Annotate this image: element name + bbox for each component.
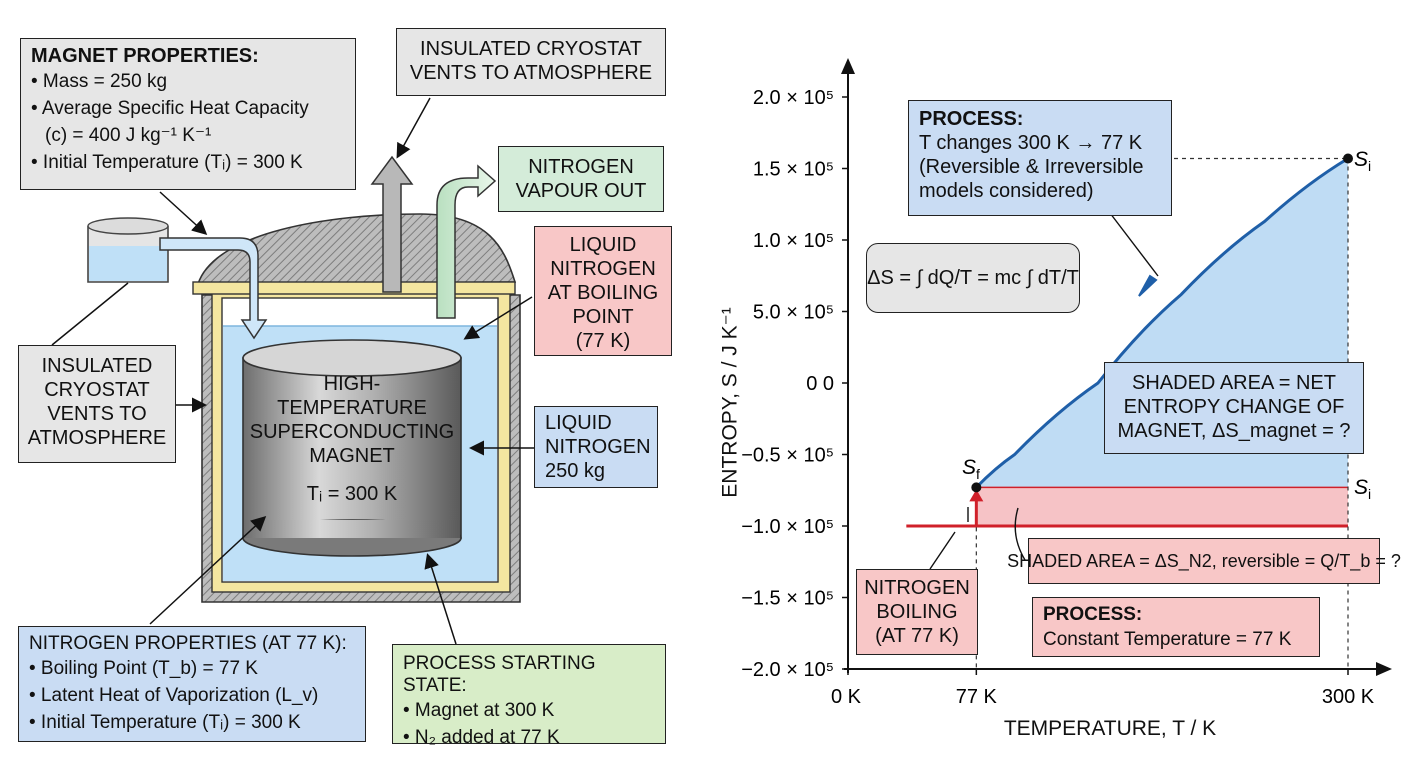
- ln2-mass-box: LIQUID NITROGEN 250 kg: [534, 406, 658, 488]
- ln2-mass-line: NITROGEN: [545, 436, 651, 458]
- nitrogen-prop-item: • Boiling Point (T_b) = 77 K: [29, 658, 258, 679]
- n2-area-leader: [1014, 507, 1026, 561]
- magnet-label: HIGH- TEMPERATURE SUPERCONDUCTING MAGNET…: [246, 372, 458, 506]
- nitrogen-prop-item: • Initial Temperature (Tᵢ) = 300 K: [29, 712, 301, 733]
- nitrogen-properties-box: NITROGEN PROPERTIES (AT 77 K): • Boiling…: [18, 626, 366, 742]
- process-line: models considered): [919, 180, 1094, 202]
- vent-left-line: VENTS TO: [47, 403, 147, 425]
- fill-tube: [159, 237, 268, 340]
- shaded-n2-box: SHADED AREA = ΔS_N2, reversible = Q/T_b …: [1007, 538, 1401, 584]
- heat-arrow-head: [969, 489, 984, 502]
- magnet-label-line: SUPERCONDUCTING: [249, 421, 455, 443]
- vent-left-line: CRYOSTAT: [44, 379, 150, 401]
- shaded-magnet-line: MAGNET, ΔS_magnet = ?: [1117, 420, 1351, 442]
- x-axis-label: TEMPERATURE, T / K: [1003, 717, 1217, 740]
- vent-top-line: VENTS TO ATMOSPHERE: [409, 62, 653, 84]
- boiling-leader: [929, 531, 956, 570]
- x-tick-label: 300 K: [1322, 686, 1375, 708]
- ln2-boiling-line: NITROGEN: [550, 258, 656, 280]
- nitrogen-prop-item: • Latent Heat of Vaporization (L_v): [29, 685, 319, 706]
- vent-left-box: INSULATED CRYOSTAT VENTS TO ATMOSPHERE: [18, 345, 176, 463]
- start-state-item: • Magnet at 300 K: [403, 700, 555, 721]
- y-tick-label: 5.0 × 10⁵: [753, 302, 834, 324]
- y-axis-arrowhead: [841, 58, 855, 74]
- process-const-box: PROCESS: Constant Temperature = 77 K: [1032, 597, 1320, 657]
- process-const-title: PROCESS:: [1043, 604, 1143, 625]
- process-box: PROCESS: T changes 300 K → 77 K (Reversi…: [908, 100, 1172, 216]
- label-si-top: Si: [1354, 148, 1371, 174]
- magnet-initial-temp: Tᵢ = 300 K: [306, 483, 398, 505]
- y-tick-label: −0.5 × 10⁵: [741, 445, 834, 467]
- n2-boiling-line: (AT 77 K): [875, 625, 959, 647]
- magnet-entropy-curve: [975, 157, 1349, 489]
- ln2-boiling-line: (77 K): [575, 330, 631, 352]
- process-title: PROCESS:: [919, 108, 1024, 130]
- magnet-label-line: HIGH-: [323, 373, 381, 395]
- x-tick-label: 77 K: [956, 686, 998, 708]
- start-state-title: PROCESS STARTING STATE:: [403, 653, 596, 696]
- n2-boiling-line: NITROGEN: [864, 577, 970, 599]
- vent-top-line: INSULATED CRYOSTAT: [420, 38, 642, 60]
- magnet-label-line: TEMPERATURE: [277, 397, 427, 419]
- ln2-mass-line: LIQUID: [545, 412, 612, 434]
- vapour-out-line: VAPOUR OUT: [515, 180, 647, 202]
- y-axis-label: ENTROPY, S / J K⁻¹: [718, 307, 742, 498]
- shaded-magnet-line: SHADED AREA = NET: [1132, 372, 1336, 394]
- start-state-box: PROCESS STARTING STATE: • Magnet at 300 …: [392, 644, 666, 748]
- x-axis-arrowhead: [1376, 662, 1392, 676]
- y-tick-label: −1.5 × 10⁵: [741, 588, 834, 610]
- vent-arrow: [370, 155, 414, 293]
- magnet-prop-item: • Mass = 250 kg: [31, 71, 168, 92]
- curve-direction-arrow: [1138, 274, 1158, 297]
- n2-boiling-line: BOILING: [876, 601, 958, 623]
- label-si-bottom: Si: [1354, 476, 1371, 502]
- process-leader: [1109, 212, 1159, 277]
- magnet-prop-item: (c) = 400 J kg⁻¹ K⁻¹: [45, 125, 212, 146]
- y-tick-label: −2.0 × 10⁵: [741, 659, 834, 681]
- shaded-magnet-line: ENTROPY CHANGE OF: [1123, 396, 1345, 418]
- magnet-prop-item: • Initial Temperature (Tᵢ) = 300 K: [31, 152, 303, 173]
- vent-left-line: INSULATED: [41, 355, 153, 377]
- ln2-boiling-line: POINT: [572, 306, 634, 328]
- ln2-mass-line: 250 kg: [545, 460, 606, 482]
- nitrogen-entropy-area: [976, 487, 1348, 526]
- n2-boiling-box: NITROGEN BOILING (AT 77 K): [856, 569, 978, 655]
- x-tick-label: 0 K: [831, 686, 862, 708]
- y-tick-label: −1.0 × 10⁵: [741, 516, 834, 538]
- shaded-magnet-box: SHADED AREA = NET ENTROPY CHANGE OF MAGN…: [1104, 362, 1364, 454]
- ln2-boiling-box: LIQUID NITROGEN AT BOILING POINT (77 K): [534, 226, 672, 356]
- magnet-properties-title: MAGNET PROPERTIES:: [31, 45, 259, 67]
- y-tick-label: 1.0 × 10⁵: [753, 230, 834, 252]
- vapour-out-box: NITROGEN VAPOUR OUT: [498, 146, 664, 212]
- entropy-formula: ΔS = ∫ dQ/T = mc ∫ dT/T: [866, 243, 1080, 313]
- y-tick-label: 1.5 × 10⁵: [753, 159, 834, 181]
- start-state-item: • N₂ added at 77 K: [403, 727, 560, 748]
- point-si: [1343, 153, 1353, 164]
- y-tick-label: 0 0: [806, 373, 834, 395]
- vapour-pipe: [436, 164, 497, 319]
- label-sf: Sf: [962, 456, 980, 482]
- process-line: (Reversible & Irreversible: [919, 156, 1144, 178]
- vent-top-box: INSULATED CRYOSTAT VENTS TO ATMOSPHERE: [396, 28, 666, 96]
- magnet-prop-item: • Average Specific Heat Capacity: [31, 98, 309, 119]
- vapour-out-line: NITROGEN: [528, 156, 634, 178]
- ln2-boiling-line: LIQUID: [569, 234, 637, 256]
- magnet-top: [242, 339, 462, 377]
- ln2-boiling-line: AT BOILING: [547, 282, 659, 304]
- process-const-line: Constant Temperature = 77 K: [1043, 629, 1292, 650]
- magnet-label-line: MAGNET: [309, 445, 395, 467]
- y-tick-label: 2.0 × 10⁵: [753, 87, 834, 109]
- vent-left-line: ATMOSPHERE: [27, 427, 167, 449]
- magnet-cylinder: [242, 357, 462, 539]
- process-line: T changes 300 K → 77 K: [919, 132, 1143, 154]
- nitrogen-properties-title: NITROGEN PROPERTIES (AT 77 K):: [29, 633, 347, 654]
- magnet-properties-box: MAGNET PROPERTIES: • Mass = 250 kg • Ave…: [20, 38, 356, 190]
- point-sf: [971, 482, 982, 493]
